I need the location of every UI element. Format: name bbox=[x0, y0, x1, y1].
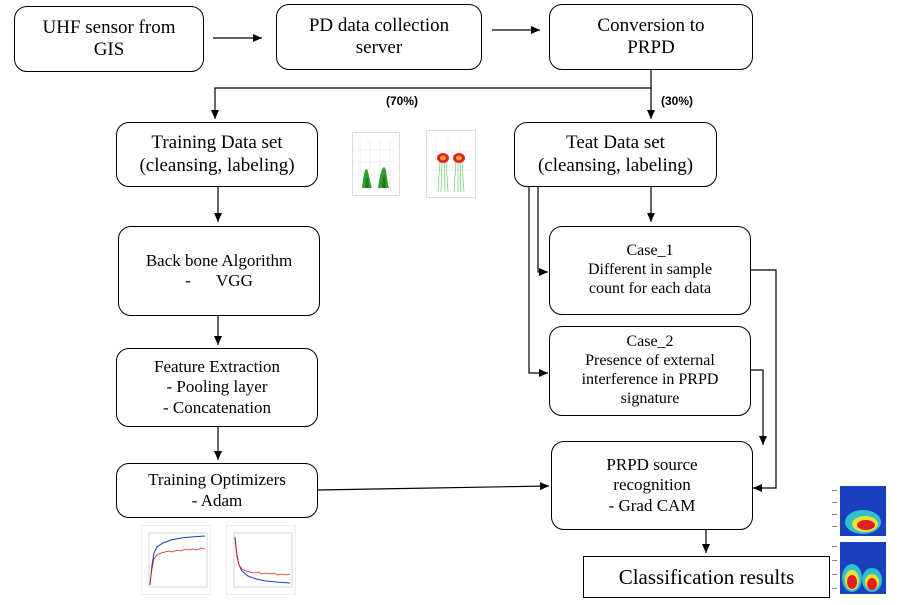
arrow-split-to-training bbox=[211, 70, 652, 119]
training-set-node: Training Data set (cleansing, labeling) bbox=[116, 122, 318, 187]
arrow-test-to-case1-side bbox=[537, 187, 548, 276]
pd-server-node: PD data collection server bbox=[276, 4, 482, 70]
backbone-node: Back bone Algorithm - VGG bbox=[118, 226, 320, 316]
optimizer-line1: Training Optimizers bbox=[148, 470, 286, 490]
feature-extraction-node: Feature Extraction - Pooling layer - Con… bbox=[116, 348, 318, 427]
uhf-sensor-line2: GIS bbox=[93, 39, 125, 60]
backbone-line2: - VGG bbox=[185, 271, 253, 290]
case2-line3: interference in PRPD bbox=[581, 371, 719, 388]
test-set-node: Teat Data set (cleansing, labeling) bbox=[514, 122, 717, 187]
case1-line1: Case_1 bbox=[626, 242, 674, 260]
prpd-pattern-1-thumbnail bbox=[352, 132, 400, 196]
training-accuracy-curve-thumbnail bbox=[141, 525, 211, 595]
case2-line1: Case_2 bbox=[626, 333, 674, 351]
conversion-line1: Conversion to bbox=[597, 14, 705, 36]
recognition-line2: recognition bbox=[613, 475, 691, 495]
training-loss-curve-thumbnail bbox=[226, 525, 296, 595]
case1-line3: count for each data bbox=[588, 279, 712, 297]
prpd-recognition-node: PRPD source recognition - Grad CAM bbox=[551, 441, 753, 530]
conversion-node: Conversion to PRPD bbox=[549, 4, 753, 70]
grad-cam-heatmap-2-thumbnail bbox=[832, 542, 886, 594]
feature-line3: - Concatenation bbox=[162, 397, 272, 417]
arrow-case1-to-recognition bbox=[751, 269, 777, 492]
training-optimizers-node: Training Optimizers - Adam bbox=[116, 463, 318, 518]
uhf-sensor-line1: UHF sensor from bbox=[42, 16, 176, 38]
arrow-optimizer-to-recognition bbox=[317, 482, 550, 491]
recognition-line3: - Grad CAM bbox=[608, 495, 696, 515]
grad-cam-heatmap-1-thumbnail bbox=[832, 486, 886, 536]
arrow-case2-to-recognition bbox=[751, 369, 767, 445]
case1-line2: Different in sample bbox=[587, 261, 713, 279]
uhf-sensor-node: UHF sensor from GIS bbox=[14, 6, 204, 72]
test-set-line1: Teat Data set bbox=[566, 132, 665, 154]
training-set-line2: (cleansing, labeling) bbox=[139, 154, 295, 176]
case2-line2: Presence of external bbox=[585, 352, 715, 370]
conversion-line2: PRPD bbox=[627, 37, 675, 58]
backbone-line1: Back bone Algorithm bbox=[145, 250, 293, 270]
split-label-test: (30%) bbox=[661, 94, 694, 108]
training-set-line1: Training Data set bbox=[151, 132, 283, 154]
case2-node: Case_2 Presence of external interference… bbox=[549, 326, 751, 416]
pd-server-line2: server bbox=[355, 37, 403, 58]
test-set-line2: (cleansing, labeling) bbox=[537, 154, 694, 176]
arrow-test-to-case2-side bbox=[528, 187, 548, 377]
recognition-line1: PRPD source bbox=[606, 455, 698, 475]
split-label-training: (70%) bbox=[386, 94, 419, 108]
case2-line4: signature bbox=[620, 389, 680, 407]
classification-results-node: Classification results bbox=[583, 556, 830, 598]
case1-node: Case_1 Different in sample count for eac… bbox=[549, 226, 751, 315]
optimizer-line2: - Adam bbox=[191, 490, 243, 510]
feature-line1: Feature Extraction bbox=[153, 357, 281, 377]
pd-server-line1: PD data collection bbox=[308, 14, 450, 36]
prpd-pattern-2-thumbnail bbox=[426, 130, 476, 198]
feature-line2: - Pooling layer bbox=[166, 377, 268, 397]
